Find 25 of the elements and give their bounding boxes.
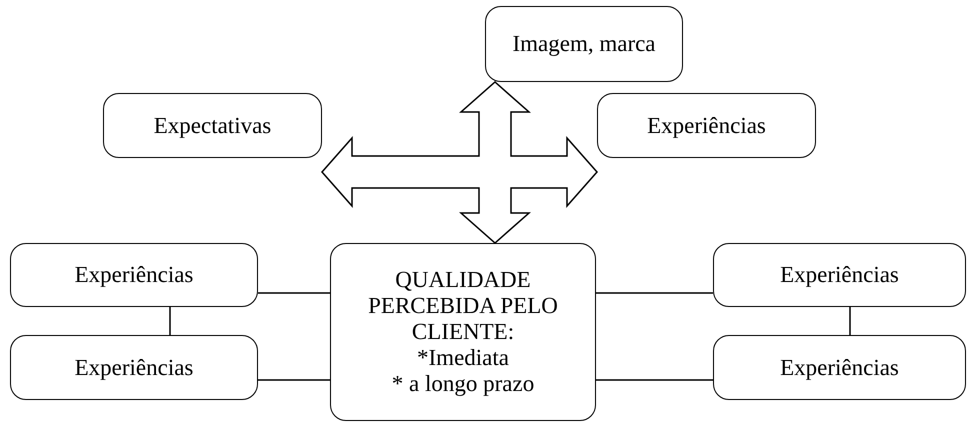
connector-line	[849, 307, 851, 335]
box-text: Experiências	[74, 354, 194, 380]
rounded-box	[103, 93, 322, 158]
rounded-box	[713, 243, 966, 307]
rounded-box	[330, 243, 596, 421]
rounded-box	[10, 243, 258, 307]
connector-line	[169, 307, 171, 335]
box-text: Experiências	[780, 354, 899, 380]
box-text: QUALIDADE PERCEBIDA PELO CLIENTE:	[367, 267, 559, 345]
box-text: * a longo prazo	[392, 371, 534, 397]
connector-line	[258, 292, 330, 294]
box-text: Expectativas	[154, 112, 272, 138]
rounded-box	[485, 6, 683, 82]
box-text: Experiências	[74, 262, 194, 288]
four-way-arrow	[321, 81, 598, 244]
rounded-box	[10, 335, 258, 400]
connector-line	[258, 379, 330, 381]
box-text: Imagem, marca	[512, 31, 656, 57]
connector-line	[596, 292, 713, 294]
box-text: Experiências	[780, 262, 899, 288]
connector-line	[596, 379, 713, 381]
box-text: Experiências	[647, 112, 766, 138]
box-text: *Imediata	[417, 345, 509, 371]
rounded-box	[597, 93, 816, 158]
rounded-box	[713, 335, 966, 400]
